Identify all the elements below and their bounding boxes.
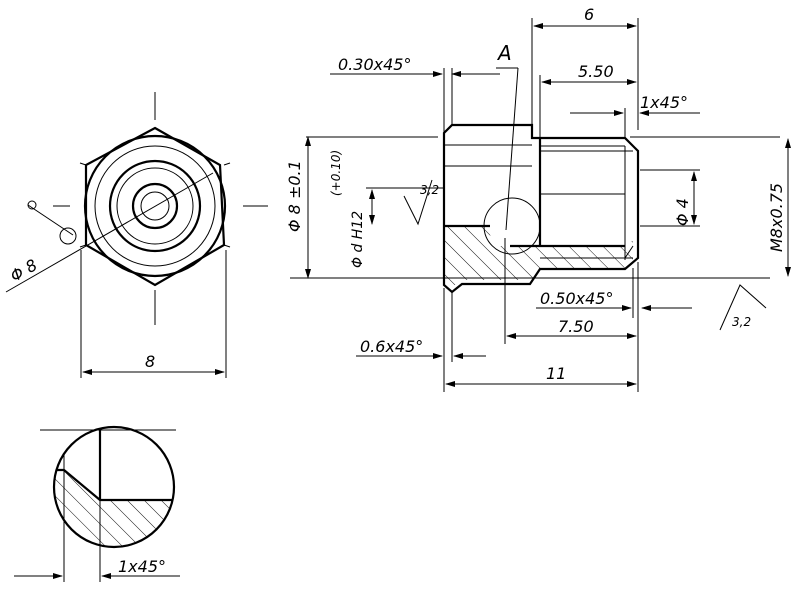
chamfer-050-label: 0.50x45° (540, 289, 613, 308)
circle-diameter-label: Φ 8 (7, 255, 41, 285)
side-section-view: 6 5.50 1x45° 0.30x45° A Φ 8 ±0.1 Φ d H12… (285, 5, 791, 392)
dia-4-label: Φ 4 (673, 198, 692, 226)
length-750-label: 7.50 (558, 317, 594, 336)
detail-view: 1x45° (14, 425, 180, 582)
dia-d-label: Φ d H12 (350, 211, 366, 268)
hex-front-view: Φ 8 8 (5, 92, 268, 378)
dia-8-tol-label: Φ 8 ±0.1 (285, 160, 304, 232)
chamfer-06-label: 0.6x45° (360, 337, 423, 356)
roughness-a-label: 3,2 (420, 183, 439, 197)
dim-6-label: 6 (584, 5, 594, 24)
tol-plus-label: (+0.10) (329, 150, 343, 196)
length-11-label: 11 (546, 364, 566, 383)
hex-width-label: 8 (145, 352, 155, 371)
thread-label: M8x0.75 (767, 183, 786, 252)
section-mark: A (496, 41, 512, 65)
detail-chamfer-label: 1x45° (118, 557, 166, 576)
chamfer-030-label: 0.30x45° (338, 55, 411, 74)
dim-550-label: 5.50 (578, 62, 614, 81)
chamfer-1x45-label: 1x45° (640, 93, 688, 112)
roughness-b-label: 3,2 (732, 315, 751, 329)
